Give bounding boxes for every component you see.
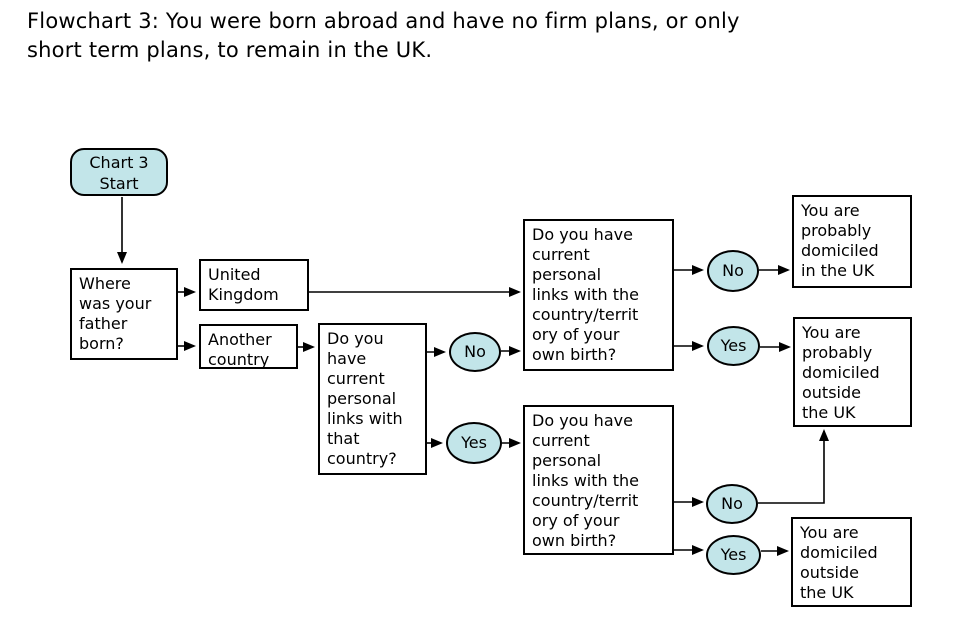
option-united-kingdom: United Kingdom <box>199 259 309 311</box>
question-father-born: Where was your father born? <box>70 268 178 360</box>
answer-no-3: No <box>706 484 758 524</box>
answer-no-2: No <box>707 250 759 292</box>
page-title: Flowchart 3: You were born abroad and ha… <box>27 9 740 62</box>
question-links-that-country: Do you have current personal links with … <box>318 323 427 475</box>
answer-yes-1: Yes <box>446 422 502 464</box>
option-another-country: Another country <box>199 324 298 369</box>
outcome-probably-domiciled-in-uk: You are probably domiciled in the UK <box>792 195 912 288</box>
answer-yes-3: Yes <box>706 535 761 575</box>
outcome-probably-domiciled-outside-uk: You are probably domiciled outside the U… <box>793 317 912 427</box>
outcome-domiciled-outside-uk: You are domiciled outside the UK <box>791 517 912 607</box>
start-node: Chart 3 Start <box>70 148 168 196</box>
connector-no3-to-probably-outside-uk <box>758 429 829 504</box>
question-links-birth-country-lower: Do you have current personal links with … <box>523 405 674 555</box>
answer-yes-2: Yes <box>707 326 760 366</box>
answer-no-1: No <box>449 332 501 372</box>
question-links-birth-country-upper: Do you have current personal links with … <box>523 219 674 371</box>
